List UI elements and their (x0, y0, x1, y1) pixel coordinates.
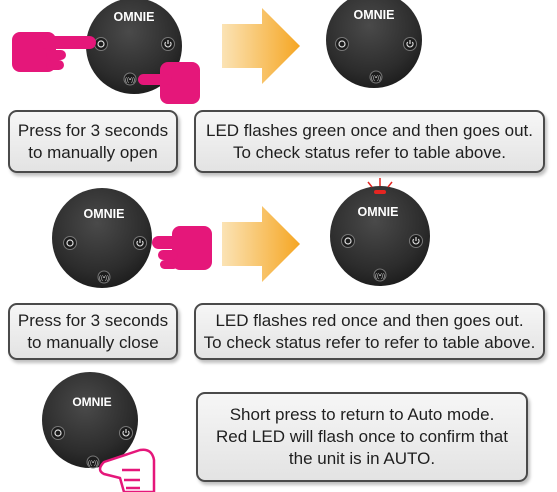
instruction-box-open: Press for 3 seconds to manually open (8, 110, 178, 173)
instruction-line: Press for 3 seconds (17, 310, 169, 330)
open-button-icon (62, 235, 78, 251)
device-row3 (42, 372, 138, 469)
brand-logo: OMNIE (72, 395, 111, 409)
pointing-hand-icon (12, 32, 96, 72)
auto-button-icon (373, 268, 387, 282)
open-button-icon (93, 36, 109, 52)
result-line: LED flashes red once and then goes out. (215, 310, 524, 330)
auto-button-icon (369, 70, 383, 84)
result-line: the unit is in AUTO. (288, 449, 436, 468)
device-row2-right (330, 186, 430, 286)
device-row1-left (86, 0, 182, 94)
result-line: To check status refer to refer to table … (203, 332, 536, 352)
auto-button-icon (123, 72, 137, 86)
result-line: To check status refer to table above. (232, 142, 507, 162)
power-button-icon (118, 425, 134, 441)
power-button-icon (160, 36, 176, 52)
result-box-close: LED flashes red once and then goes out. … (194, 303, 545, 360)
result-line: Red LED will flash once to confirm that (216, 427, 508, 446)
open-button-icon (334, 36, 350, 52)
pressing-hand-icon (98, 448, 156, 492)
brand-logo: OMNIE (84, 207, 125, 221)
open-button-icon (340, 233, 356, 249)
open-button-icon (50, 425, 66, 441)
result-box-open: LED flashes green once and then goes out… (194, 110, 545, 173)
result-box-auto: Short press to return to Auto mode. Red … (196, 392, 528, 482)
auto-button-icon (86, 455, 100, 469)
instruction-line: to manually close (27, 332, 159, 352)
power-button-icon (132, 235, 148, 251)
arrow-right-icon (222, 8, 300, 84)
red-led-flash-icon (367, 178, 393, 194)
pointing-hand-icon (138, 62, 200, 104)
arrow-right-icon (222, 206, 300, 282)
instruction-box-close: Press for 3 seconds to manually close (8, 303, 178, 360)
result-line: Short press to return to Auto mode. (229, 405, 495, 424)
device-row2-left (52, 188, 152, 288)
device-row1-right (326, 0, 422, 88)
auto-button-icon (97, 270, 111, 284)
brand-logo: OMNIE (354, 8, 395, 22)
power-button-icon (402, 36, 418, 52)
brand-logo: OMNIE (114, 10, 155, 24)
result-line: LED flashes green once and then goes out… (205, 120, 533, 140)
instruction-line: to manually open (28, 142, 158, 162)
power-button-icon (408, 233, 424, 249)
instruction-line: Press for 3 seconds (17, 120, 169, 140)
pointing-hand-icon (152, 226, 212, 270)
brand-logo: OMNIE (358, 205, 399, 219)
